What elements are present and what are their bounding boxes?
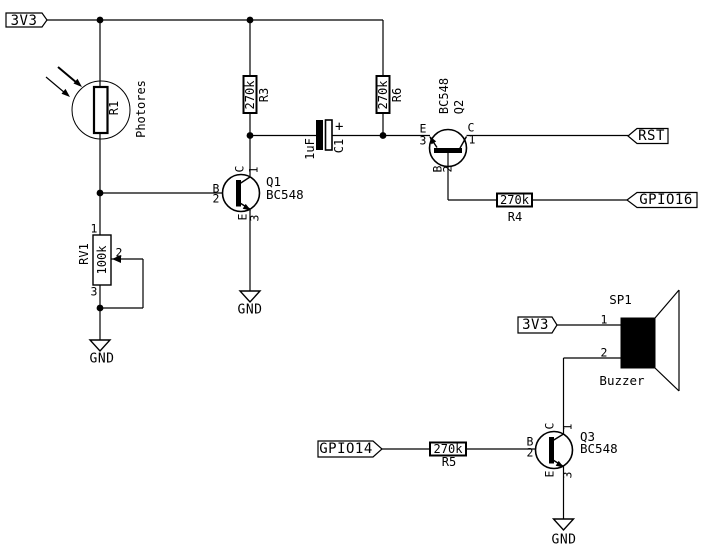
transistor-q2-symbol bbox=[428, 128, 468, 168]
sp1-pin-1: 1 bbox=[600, 311, 608, 326]
gnd-label-rv1: GND bbox=[89, 351, 115, 366]
rv1-ref: RV1 bbox=[77, 243, 91, 265]
q2-pin-3: 3 bbox=[419, 133, 427, 148]
r5-ref: R5 bbox=[441, 455, 457, 469]
q3-value: BC548 bbox=[580, 441, 618, 456]
q1-pin-2: 2 bbox=[212, 190, 220, 205]
resistor-r5-body bbox=[429, 441, 467, 457]
resistor-r3-body bbox=[242, 75, 258, 114]
global-label-rst-shape bbox=[627, 127, 669, 145]
rv1-pin-2: 2 bbox=[115, 244, 123, 259]
global-label-gpio16-shape bbox=[626, 191, 698, 209]
q1-pin-c: C bbox=[232, 165, 247, 172]
resistor-r4-body bbox=[496, 192, 533, 208]
global-label-gpio16: GPIO16 bbox=[639, 192, 693, 208]
r6-ref: R6 bbox=[389, 87, 404, 102]
wires bbox=[47, 19, 628, 519]
junction-dots bbox=[96, 16, 387, 312]
rv1-pin-3: 3 bbox=[90, 284, 98, 299]
q2-pin-1: 1 bbox=[468, 132, 476, 147]
capacitor-c1-symbol bbox=[316, 119, 333, 151]
q1-pin-1: 1 bbox=[246, 166, 261, 173]
q3-pin-b: B bbox=[526, 433, 534, 448]
global-label-gpio14: GPIO14 bbox=[319, 441, 373, 457]
r6-value: 270k bbox=[376, 80, 390, 109]
gnd-symbol-rv1 bbox=[88, 339, 112, 353]
rv1-pin-1: 1 bbox=[90, 221, 98, 236]
r4-ref: R4 bbox=[507, 210, 523, 224]
gnd-symbol-q3 bbox=[551, 518, 576, 532]
power-flag-3v3-top bbox=[5, 12, 48, 28]
r1-value: Photores bbox=[134, 79, 148, 138]
r3-value: 270k bbox=[243, 80, 257, 109]
power-label-3v3-speaker: 3V3 bbox=[522, 317, 549, 333]
q2-value: BC548 bbox=[437, 77, 451, 115]
q3-pin-e: E bbox=[541, 470, 556, 478]
r5-value: 270k bbox=[433, 442, 463, 456]
q2-pin-c: C bbox=[467, 120, 475, 135]
gnd-label-q1: GND bbox=[237, 302, 263, 317]
rv1-value: 100k bbox=[95, 245, 109, 275]
global-label-gpio14-shape bbox=[317, 440, 383, 458]
q2-pin-e: E bbox=[419, 120, 427, 135]
q3-pin-c: C bbox=[541, 422, 556, 429]
sp1-ref: SP1 bbox=[609, 291, 632, 307]
gnd-symbol-q1 bbox=[238, 290, 262, 304]
power-label-3v3-top: 3V3 bbox=[10, 12, 38, 29]
q3-pin-1: 1 bbox=[559, 423, 574, 430]
q3-pin-2: 2 bbox=[526, 444, 534, 459]
speaker-sp1-symbol bbox=[620, 289, 680, 392]
q3-pin-3: 3 bbox=[559, 471, 574, 479]
potentiometer-rv1-symbol bbox=[92, 234, 121, 286]
q1-pin-3: 3 bbox=[247, 214, 262, 221]
c1-polarity-plus: + bbox=[335, 118, 344, 135]
sp1-value: Buzzer bbox=[599, 372, 645, 388]
c1-value: 1uF bbox=[303, 137, 317, 160]
q2-pin-2: 2 bbox=[439, 165, 454, 173]
q3-ref: Q3 bbox=[580, 429, 596, 444]
q1-ref: Q1 bbox=[266, 174, 282, 189]
global-label-rst: RST bbox=[638, 128, 665, 144]
q2-ref: Q2 bbox=[451, 99, 466, 115]
transistor-q3-symbol bbox=[534, 430, 574, 470]
gnd-label-q3: GND bbox=[551, 532, 577, 547]
r3-ref: R3 bbox=[256, 87, 271, 102]
q1-value: BC548 bbox=[266, 187, 304, 202]
c1-ref: C1 bbox=[331, 138, 346, 154]
photoresistor-r1-symbol bbox=[45, 66, 131, 140]
q1-pin-b: B bbox=[212, 180, 220, 195]
resistor-r6-body bbox=[375, 75, 391, 114]
r1-ref: R1 bbox=[107, 100, 121, 116]
transistor-q1-symbol bbox=[221, 173, 261, 213]
r4-value: 270k bbox=[500, 193, 529, 207]
sp1-pin-2: 2 bbox=[600, 344, 608, 359]
power-flag-3v3-speaker bbox=[517, 316, 558, 334]
